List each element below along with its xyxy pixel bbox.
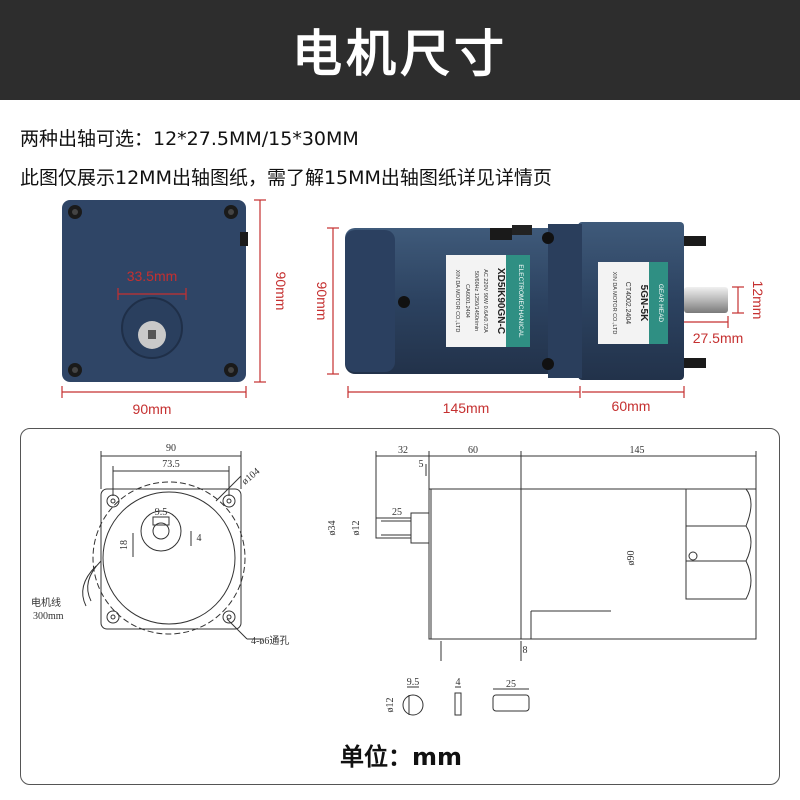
- side-view-photo: ELECTROMECHANICAL XD5IK90GN-C AC 220V 90…: [314, 222, 766, 416]
- draw-shaft-32: 32: [398, 445, 408, 456]
- front-height-dim: 90mm: [273, 272, 289, 311]
- front-inner-dim: 33.5mm: [127, 268, 178, 284]
- draw-step-5: 5: [419, 459, 424, 470]
- draw-body-145: 145: [630, 445, 645, 456]
- motor-label-model: XD5IK90GN-C: [495, 268, 506, 334]
- draw-body-90: ø90: [626, 551, 637, 566]
- side-body-dim: 145mm: [443, 400, 490, 416]
- front-width-dim: 90mm: [133, 401, 172, 417]
- draw-cable-label: 电机线: [31, 596, 61, 609]
- draw-key-95: 9.5: [155, 507, 168, 518]
- motor-label-spec1: AC 220V 90W 0.6A/0.72A: [482, 269, 488, 333]
- draw-hole-pitch: 73.5: [162, 459, 180, 470]
- draw-cable-len: 300mm: [33, 611, 64, 622]
- draw-keyway-18: 18: [119, 540, 130, 550]
- title-banner: 电机尺寸: [0, 0, 800, 100]
- detail-key-l: 25: [506, 679, 516, 690]
- drawing-side-view: [375, 451, 757, 661]
- unit-label: 单位：mm: [339, 743, 462, 771]
- side-height-dim: 90mm: [314, 282, 330, 321]
- gear-label-maker: XIN DA MOTOR CO.,LTD: [611, 272, 617, 335]
- detail-key-w: 4: [456, 677, 461, 688]
- technical-drawing-panel: 90 73.5 ø104 9.5 18 4 电机线 300mm 4-ø6通孔: [20, 428, 780, 785]
- front-view-photo: 33.5mm 90mm 90mm: [61, 199, 289, 417]
- gear-label-tag: GEAR HEAD: [657, 284, 664, 323]
- shaft-options-text: 两种出轴可选：12*27.5MM/15*30MM: [20, 128, 359, 150]
- gear-label-serial: CT4002.2404: [624, 282, 631, 325]
- page-title: 电机尺寸: [292, 25, 508, 83]
- side-head-dim: 60mm: [612, 398, 651, 414]
- draw-flange-34: ø34: [327, 521, 338, 536]
- motor-label-spec2: 50/60Hz 1250/1450r/min: [473, 271, 479, 331]
- motor-label-maker: XIN DA MOTOR CO.,LTD: [454, 270, 460, 333]
- drawing-note-text: 此图仅展示12MM出轴图纸，需了解15MM出轴图纸详见详情页: [20, 167, 552, 189]
- gear-label-model: 5GN-5K: [638, 285, 649, 322]
- drawing-front-view: [82, 451, 263, 640]
- shaft-len-dim: 27.5mm: [693, 330, 744, 346]
- technical-drawing: 90 73.5 ø104 9.5 18 4 电机线 300mm 4-ø6通孔: [31, 443, 757, 716]
- draw-width-90: 90: [166, 443, 176, 454]
- draw-key-depth: 4: [197, 533, 202, 544]
- motor-label-brand: ELECTROMECHANICAL: [517, 264, 524, 338]
- draw-holes: 4-ø6通孔: [251, 635, 289, 647]
- draw-shaft-12: ø12: [351, 521, 362, 536]
- detail-dia: ø12: [385, 698, 396, 713]
- shaft-dia-dim: 12mm: [750, 281, 766, 320]
- drawing-shaft-details: [402, 686, 530, 716]
- draw-head-60: 60: [468, 445, 478, 456]
- draw-circle-104: ø104: [240, 466, 262, 487]
- draw-base-8: 8: [523, 645, 528, 656]
- product-photos: 33.5mm 90mm 90mm ELECTROMECHANICAL XD5IK…: [61, 199, 766, 417]
- motor-label-serial: CA6001.2404: [464, 284, 470, 318]
- detail-flat: 9.5: [407, 677, 420, 688]
- draw-key-25: 25: [392, 507, 402, 518]
